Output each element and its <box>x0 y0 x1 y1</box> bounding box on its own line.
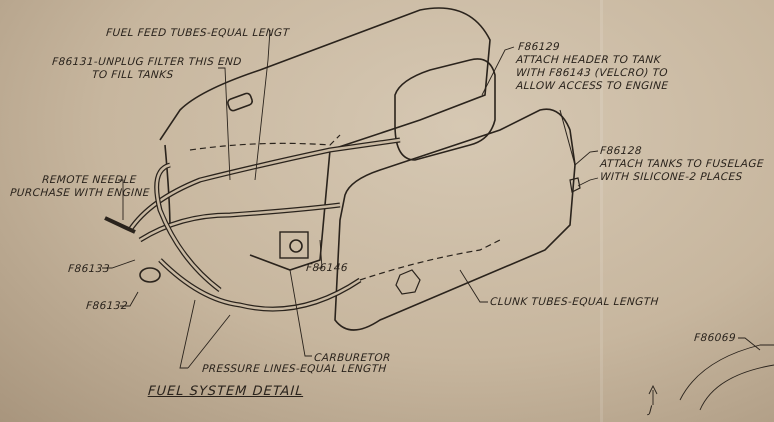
label-pressure-lines: PRESSURE LINES-EQUAL LENGTH <box>201 363 388 375</box>
clunk-tube <box>359 239 501 281</box>
remote-needle <box>104 216 136 234</box>
pressure-line-inner <box>159 259 361 311</box>
paper-crease <box>600 0 603 422</box>
carburetor <box>279 231 309 259</box>
leader-lines <box>102 29 774 411</box>
label-fuel-feed-tubes: FUEL FEED TUBES-EQUAL LENGT <box>105 27 290 39</box>
label-f86128-line1: ATTACH TANKS TO FUSELAGE <box>599 158 765 170</box>
header-tank <box>394 58 496 161</box>
view-arrow <box>648 384 658 405</box>
label-f86069: F86069 <box>693 332 737 344</box>
label-f86128: F86128 <box>599 145 643 157</box>
label-f86133: F86133 <box>67 263 111 275</box>
drawing-title: FUEL SYSTEM DETAIL <box>147 384 305 399</box>
front-tank-vent <box>559 109 576 166</box>
tank-mount-hex-2 <box>569 177 581 193</box>
label-f86129-line1: ATTACH HEADER TO TANK <box>515 54 662 66</box>
label-f86146: F86146 <box>305 262 349 274</box>
label-clunk-tubes: CLUNK TUBES-EQUAL LENGTH <box>489 296 660 308</box>
rear-fuel-tank <box>159 7 491 271</box>
label-remote-needle: REMOTE NEEDLE <box>41 174 138 186</box>
tank-mount-hex <box>395 269 421 295</box>
label-f86129-line3: ALLOW ACCESS TO ENGINE <box>515 80 669 92</box>
label-f86128-line2: WITH SILICONE-2 PLACES <box>599 171 743 183</box>
label-f86131: F86131-UNPLUG FILTER THIS END <box>51 56 243 68</box>
label-remote-needle-line2: PURCHASE WITH ENGINE <box>9 187 151 199</box>
label-f86129: F86129 <box>517 41 561 53</box>
carburetor-fitting <box>289 239 303 253</box>
filter <box>139 267 161 283</box>
fuel-feed-tube-inner <box>128 138 401 231</box>
label-f86132: F86132 <box>85 300 129 312</box>
filler-cap <box>226 92 254 112</box>
view-marker-label: J <box>648 404 653 416</box>
clunk-tube-2 <box>189 134 341 151</box>
label-f86129-line2: WITH F86143 (VELCRO) TO <box>515 67 669 79</box>
pressure-line-2-inner <box>155 163 221 291</box>
label-f86131-line2: TO FILL TANKS <box>91 69 174 81</box>
